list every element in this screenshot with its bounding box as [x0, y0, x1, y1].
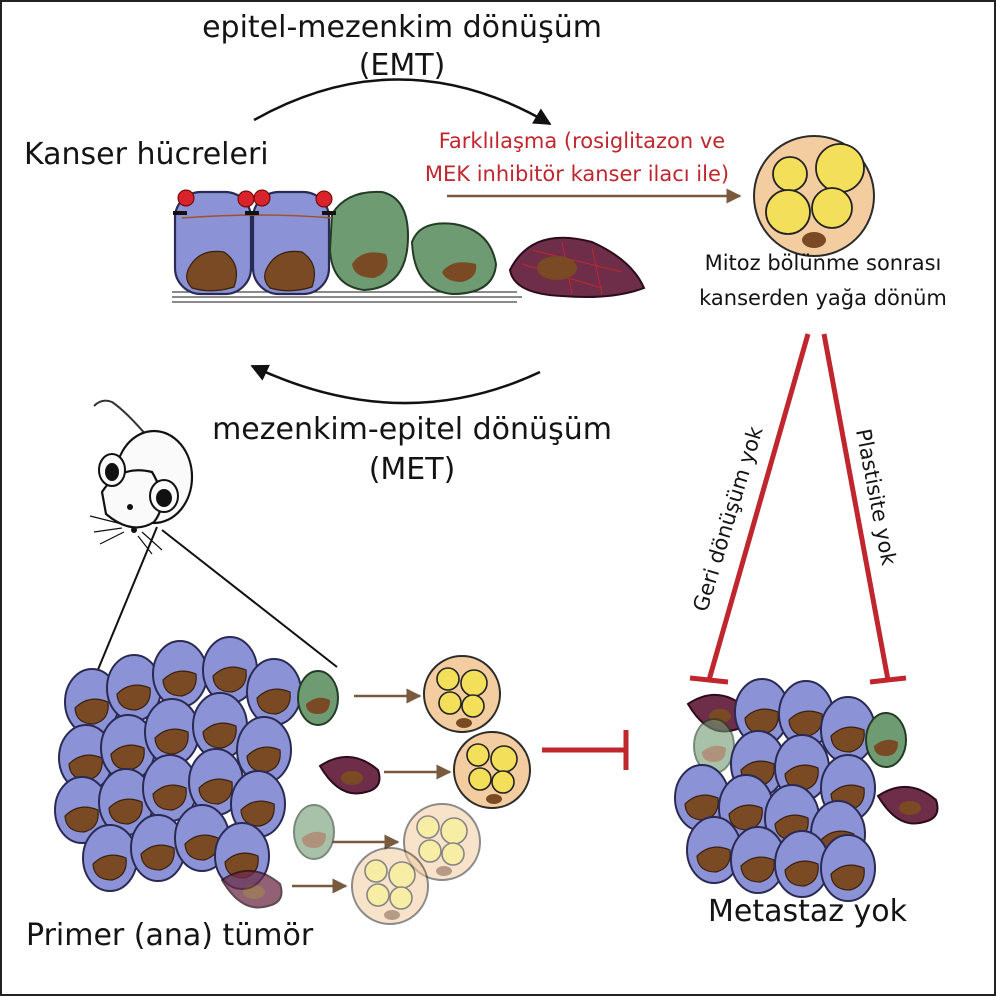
zoom-line: [161, 529, 338, 668]
mitosis-label-line1: Mitoz bölünme sonrası: [704, 251, 942, 275]
mesenchymal-cell: [328, 190, 410, 292]
primary-tumor-label: Primer (ana) tümör: [26, 918, 314, 953]
fat-cell: [423, 655, 501, 733]
emt-label-line2: (EMT): [358, 48, 446, 83]
met-label-line1: mezenkim-epitel dönüşüm: [212, 412, 612, 447]
cancer-cells-label: Kanser hücreleri: [24, 137, 269, 172]
mitosis-label-line2: kanserden yağa dönüm: [699, 286, 947, 310]
emt-cell-sequence: [172, 189, 646, 303]
inhibition-no-plasticity: [821, 333, 907, 685]
primary-tumor: [54, 636, 381, 909]
fat-cell: [453, 731, 531, 809]
no-metastasis-label: Metastaz yok: [708, 894, 908, 929]
mesenchymal-cell: [410, 222, 498, 296]
met-arrow: [250, 364, 541, 405]
fat-cell: [753, 135, 875, 257]
differentiation-label-line2: MEK inhibitör kanser ilacı ile): [424, 162, 730, 186]
invasive-cell: [508, 236, 646, 298]
inhibition-arrow: [542, 730, 629, 770]
differentiation-label-line1: Farklılaşma (rosiglitazon ve: [438, 129, 726, 153]
met-label-line2: (MET): [368, 452, 456, 487]
zoom-line: [96, 526, 158, 673]
metastasis-site-cluster: [674, 678, 939, 902]
mouse: [89, 399, 194, 555]
fat-cell: [351, 847, 429, 925]
emt-arrow: [253, 78, 552, 126]
emt-label-line1: epitel-mezenkim dönüşüm: [202, 10, 602, 45]
inhibition-no-reversion: [689, 333, 811, 685]
